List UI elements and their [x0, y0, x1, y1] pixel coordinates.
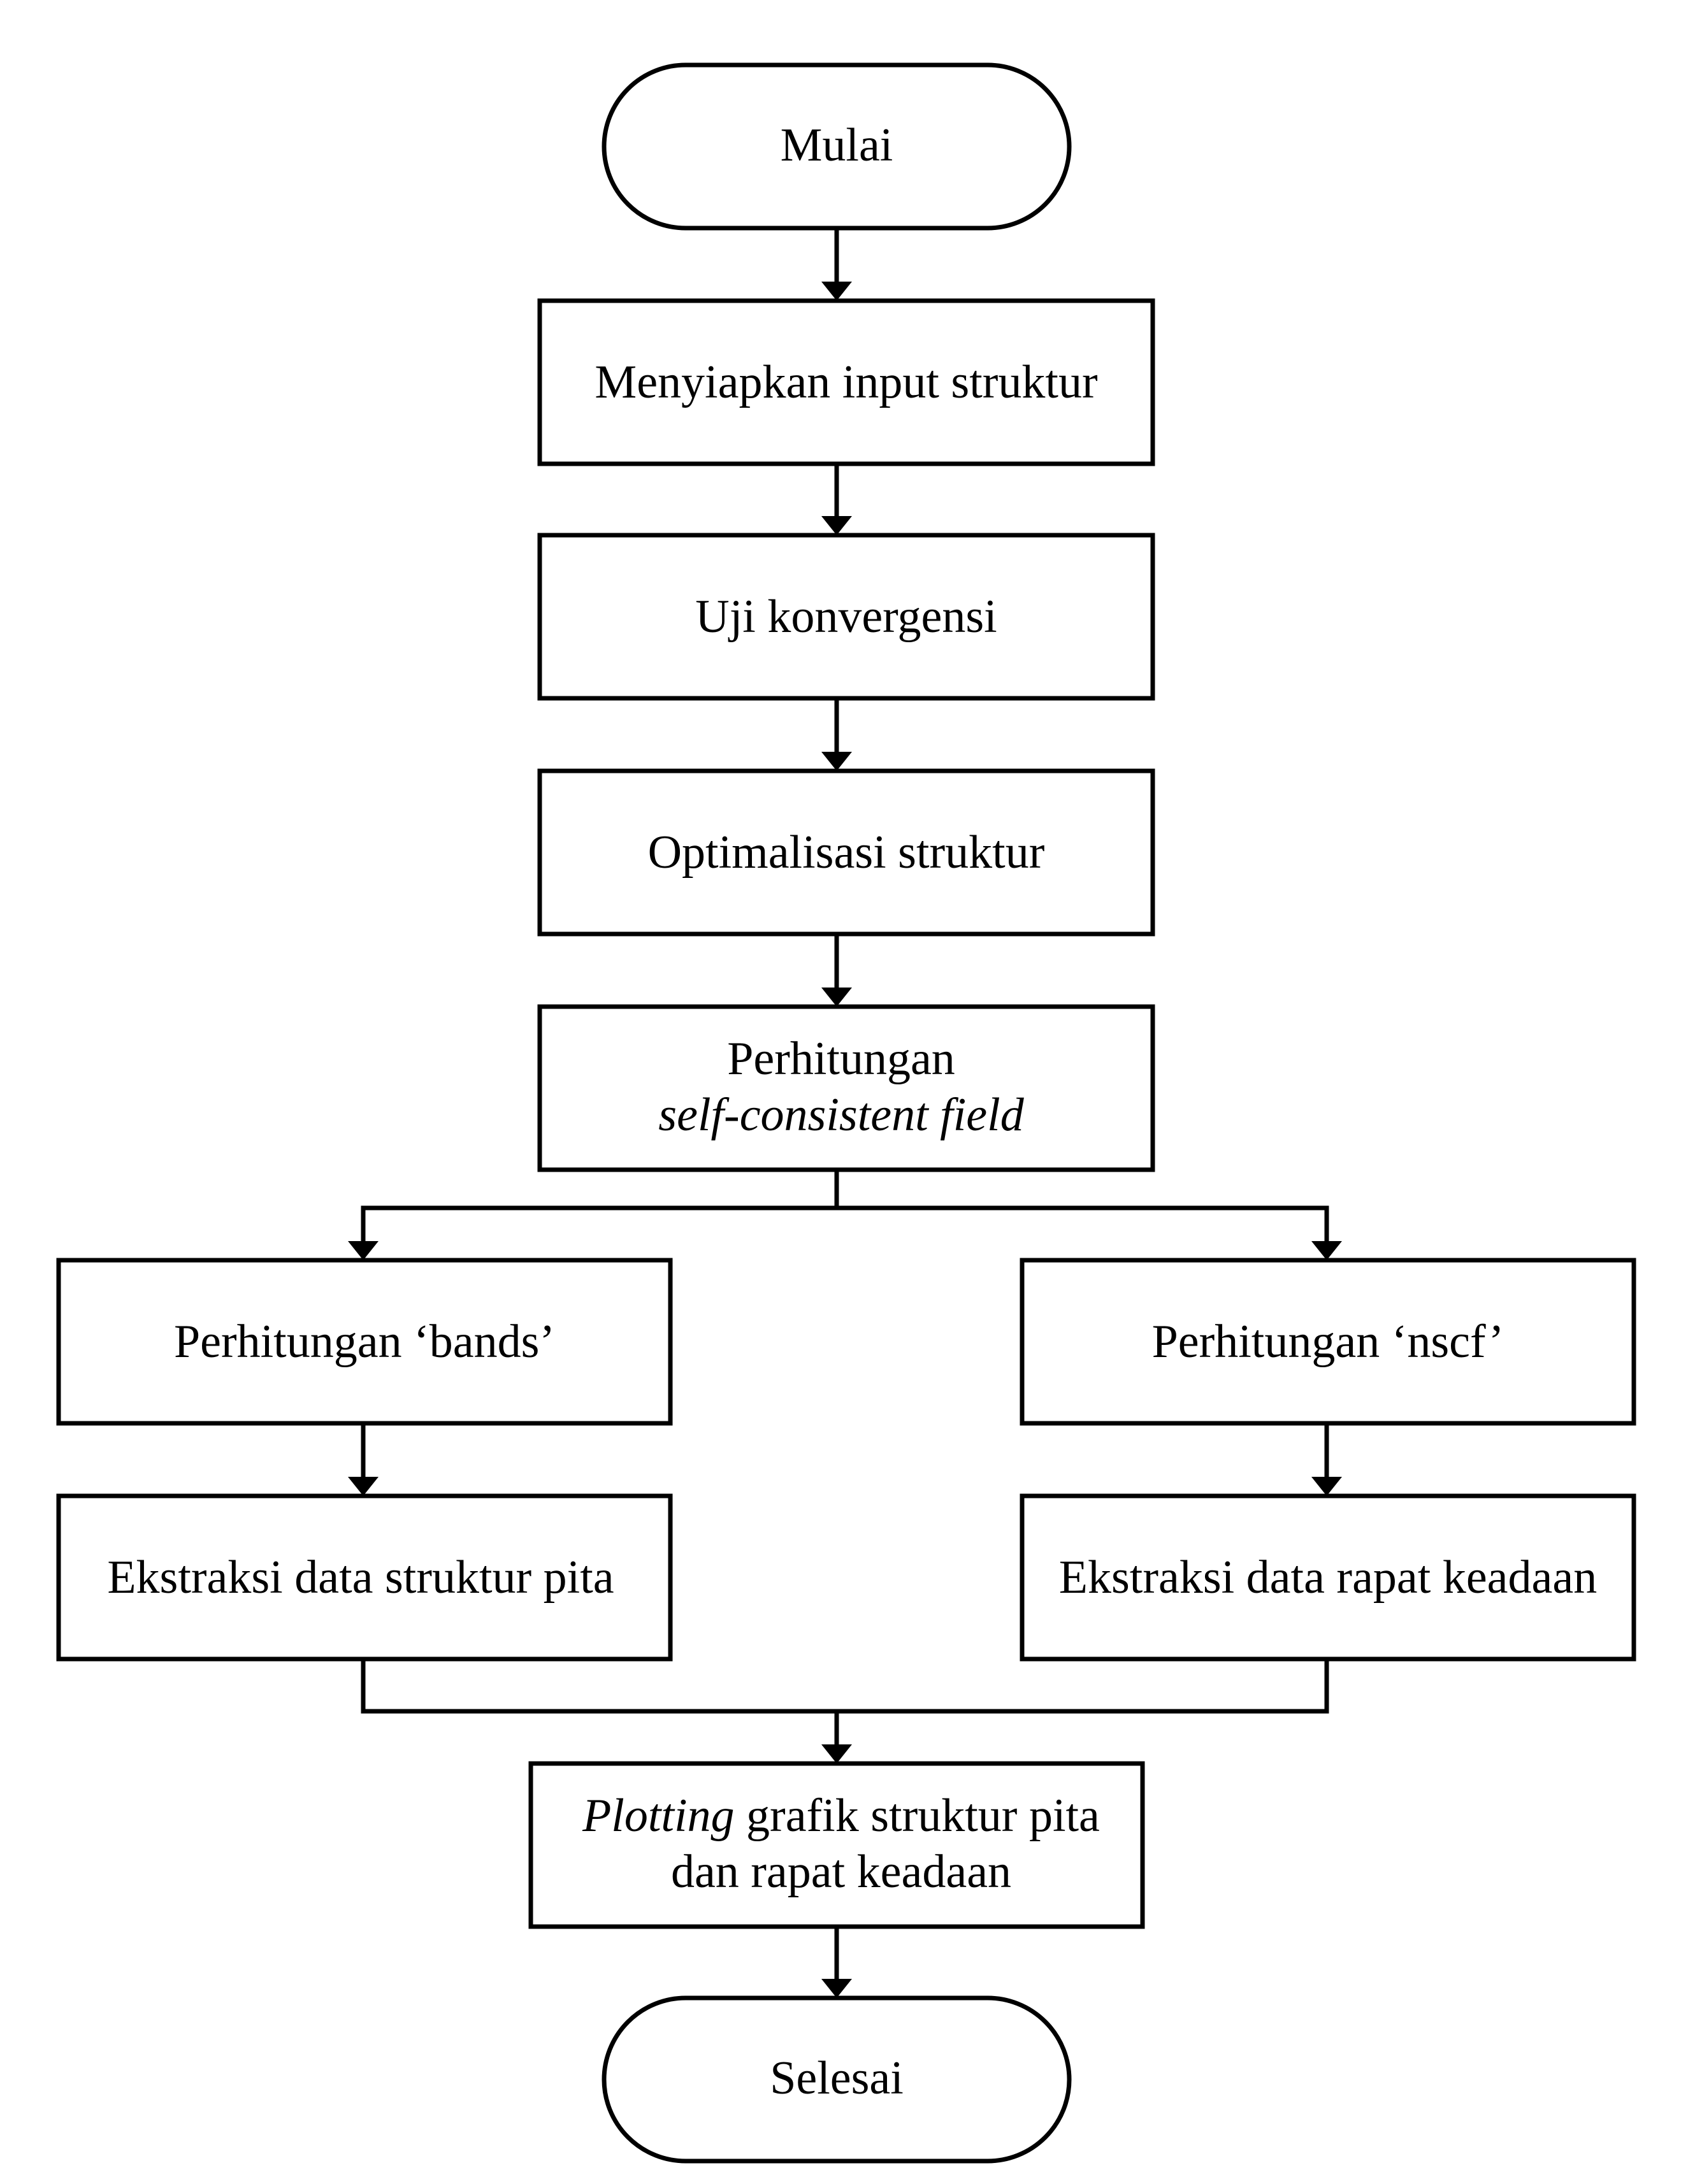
process-convergence-test: Uji konvergensi	[537, 533, 1155, 701]
process-bands: Perhitungan ‘bands’	[56, 1258, 673, 1426]
process-prepare-input: Menyiapkan input struktur	[537, 298, 1155, 466]
plotting-label-line2: dan rapat keadaan	[671, 1846, 1011, 1898]
end-label: Selesai	[770, 2052, 904, 2104]
nscf-label: Perhitungan ‘nscf’	[1152, 1316, 1504, 1368]
start-terminator: Mulai	[602, 62, 1072, 231]
connector-scf-split-right	[837, 1205, 1329, 1241]
connector-merge-left	[361, 1659, 1329, 1714]
process-extract-dos: Ekstraksi data rapat keadaan	[1020, 1493, 1636, 1662]
arrowhead-convergence	[821, 516, 852, 535]
process-nscf: Perhitungan ‘nscf’	[1020, 1258, 1636, 1426]
arrowhead-nscf	[1311, 1241, 1342, 1260]
process-plotting: Plotting grafik struktur pita dan rapat …	[528, 1761, 1145, 1929]
arrowhead-extract-band	[348, 1477, 379, 1496]
arrowhead-optimization	[821, 752, 852, 771]
scf-label-line2: self-consistent field	[658, 1089, 1024, 1141]
plotting-label-line1: Plotting grafik struktur pita	[582, 1790, 1100, 1842]
prepare-input-label: Menyiapkan input struktur	[595, 356, 1097, 408]
extract-band-label: Ekstraksi data struktur pita	[107, 1551, 614, 1604]
plotting-line1-rest: grafik struktur pita	[735, 1790, 1100, 1842]
extract-dos-label: Ekstraksi data rapat keadaan	[1059, 1551, 1597, 1604]
end-terminator: Selesai	[602, 1995, 1072, 2164]
plotting-italic-word: Plotting	[582, 1790, 734, 1842]
connector-scf-split	[361, 1170, 839, 1241]
process-structure-optimization: Optimalisasi struktur	[537, 768, 1155, 937]
bands-label: Perhitungan ‘bands’	[174, 1316, 555, 1368]
arrowhead-extract-dos	[1311, 1477, 1342, 1496]
structure-optimization-label: Optimalisasi struktur	[648, 826, 1045, 879]
arrowhead-plotting	[821, 1744, 852, 1764]
arrowhead-scf	[821, 988, 852, 1007]
arrowhead-bands	[348, 1241, 379, 1260]
connectors	[348, 228, 1342, 1998]
scf-label-line1: Perhitungan	[727, 1033, 955, 1085]
arrowhead-input	[821, 282, 852, 301]
convergence-test-label: Uji konvergensi	[695, 591, 997, 643]
arrowhead-end	[821, 1979, 852, 1998]
process-extract-band: Ekstraksi data struktur pita	[56, 1493, 673, 1662]
start-label: Mulai	[781, 119, 893, 171]
process-scf: Perhitungan self-consistent field	[537, 1004, 1155, 1172]
